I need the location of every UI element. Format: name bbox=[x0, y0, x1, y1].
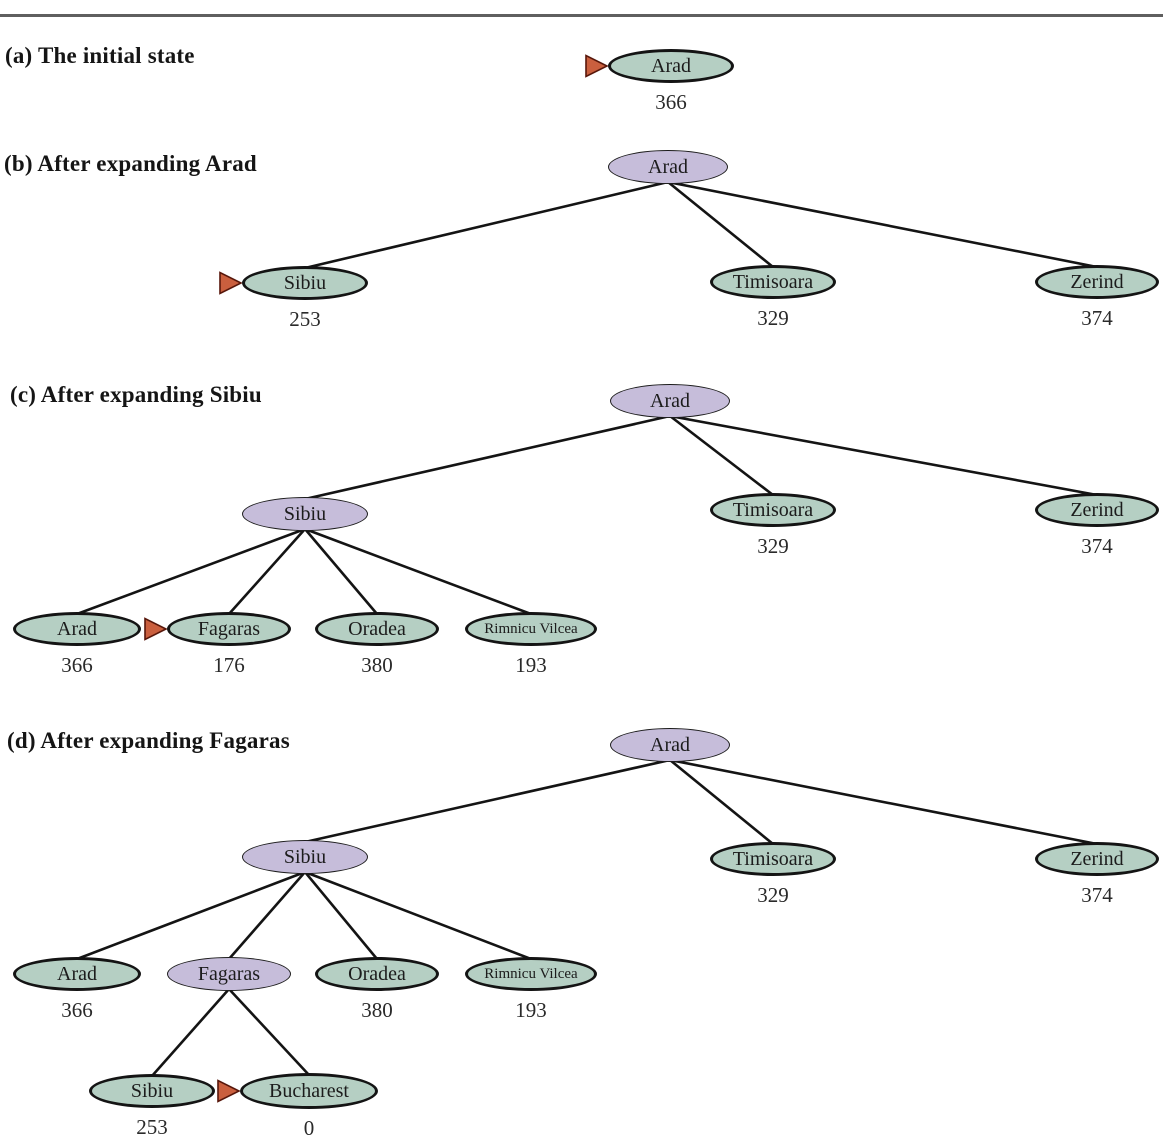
tree-edge bbox=[151, 988, 230, 1077]
tree-edge bbox=[667, 180, 774, 269]
node-d-oradea: Oradea bbox=[315, 957, 439, 991]
node-label: Sibiu bbox=[283, 845, 327, 868]
expansion-arrow-icon bbox=[217, 1079, 241, 1103]
node-heuristic-value: 329 bbox=[757, 534, 789, 558]
expansion-arrow-icon bbox=[219, 271, 243, 295]
node-label: Zerind bbox=[1070, 270, 1124, 293]
node-label: Arad bbox=[57, 617, 97, 640]
node-d-sibiu: Sibiu bbox=[242, 840, 368, 874]
node-heuristic-value: 176 bbox=[213, 653, 245, 677]
node-label: Sibiu bbox=[283, 271, 327, 294]
tree-edge bbox=[76, 870, 306, 961]
tree-edge bbox=[667, 180, 1098, 269]
node-c-sibiu: Sibiu bbox=[242, 497, 368, 531]
node-heuristic-value: 366 bbox=[61, 653, 93, 677]
tree-edge bbox=[304, 528, 378, 615]
node-label: Zerind bbox=[1070, 847, 1124, 870]
node-heuristic-value: 366 bbox=[61, 998, 93, 1022]
node-label: Arad bbox=[648, 155, 688, 178]
node-b-zerind: Zerind bbox=[1035, 265, 1159, 299]
section-c-label: (c) After expanding Sibiu bbox=[10, 382, 262, 407]
tree-edge bbox=[76, 527, 306, 616]
node-label: Arad bbox=[650, 389, 690, 412]
tree-edge bbox=[304, 870, 532, 961]
tree-edge bbox=[304, 180, 669, 270]
node-label: Timisoara bbox=[732, 498, 814, 521]
expansion-arrow-icon bbox=[585, 54, 609, 78]
node-heuristic-value: 366 bbox=[655, 90, 687, 114]
tree-edge bbox=[228, 871, 306, 960]
node-heuristic-value: 329 bbox=[757, 883, 789, 907]
node-label: Fagaras bbox=[197, 617, 261, 640]
node-label: Oradea bbox=[348, 617, 406, 640]
node-heuristic-value: 193 bbox=[515, 653, 547, 677]
node-c-oradea: Oradea bbox=[315, 612, 439, 646]
tree-edge bbox=[303, 871, 379, 960]
section-a-label: (a) The initial state bbox=[5, 43, 195, 68]
section-b-label: (b) After expanding Arad bbox=[4, 151, 257, 176]
node-label: Rimnicu Vilcea bbox=[484, 620, 578, 637]
tree-edge bbox=[304, 758, 671, 844]
node-b-timisoara: Timisoara bbox=[710, 265, 836, 299]
node-d-sibiu2: Sibiu bbox=[89, 1074, 215, 1108]
node-label: Sibiu bbox=[130, 1079, 174, 1102]
node-label: Timisoara bbox=[732, 847, 814, 870]
tree-edge bbox=[228, 988, 310, 1076]
node-heuristic-value: 374 bbox=[1081, 306, 1113, 330]
node-b-arad: Arad bbox=[608, 150, 728, 184]
tree-edge bbox=[669, 758, 774, 846]
node-heuristic-value: 0 bbox=[303, 1116, 315, 1140]
tree-edge bbox=[669, 758, 1098, 846]
node-d-bucharest: Bucharest bbox=[240, 1073, 378, 1109]
node-d-timisoara: Timisoara bbox=[710, 842, 836, 876]
expansion-arrow-icon bbox=[144, 617, 168, 641]
node-label: Rimnicu Vilcea bbox=[484, 965, 578, 982]
tree-edge bbox=[669, 414, 774, 497]
node-label: Bucharest bbox=[269, 1079, 349, 1102]
tree-edge bbox=[304, 414, 671, 501]
node-c-timisoara: Timisoara bbox=[710, 493, 836, 527]
node-label: Zerind bbox=[1070, 498, 1124, 521]
node-heuristic-value: 193 bbox=[515, 998, 547, 1022]
node-c-rimnicu: Rimnicu Vilcea bbox=[465, 612, 597, 646]
node-label: Sibiu bbox=[283, 502, 327, 525]
node-a-arad: Arad bbox=[608, 49, 734, 83]
node-label: Timisoara bbox=[732, 270, 814, 293]
node-d-rimnicu: Rimnicu Vilcea bbox=[465, 957, 597, 991]
node-d-arad2: Arad bbox=[13, 957, 141, 991]
node-heuristic-value: 380 bbox=[361, 653, 393, 677]
section-d-label: (d) After expanding Fagaras bbox=[7, 728, 290, 753]
node-d-arad: Arad bbox=[610, 728, 730, 762]
node-heuristic-value: 374 bbox=[1081, 883, 1113, 907]
node-d-fagaras: Fagaras bbox=[167, 957, 291, 991]
node-label: Arad bbox=[651, 54, 691, 77]
node-label: Arad bbox=[650, 733, 690, 756]
node-heuristic-value: 380 bbox=[361, 998, 393, 1022]
node-heuristic-value: 253 bbox=[289, 307, 321, 331]
node-b-sibiu: Sibiu bbox=[242, 266, 368, 300]
node-c-arad2: Arad bbox=[13, 612, 141, 646]
top-rule bbox=[0, 14, 1163, 17]
node-c-zerind: Zerind bbox=[1035, 493, 1159, 527]
tree-edge bbox=[669, 414, 1098, 497]
node-label: Fagaras bbox=[197, 962, 261, 985]
tree-edge bbox=[304, 527, 532, 616]
node-c-arad: Arad bbox=[610, 384, 730, 418]
node-label: Oradea bbox=[348, 962, 406, 985]
node-c-fagaras: Fagaras bbox=[167, 612, 291, 646]
node-heuristic-value: 374 bbox=[1081, 534, 1113, 558]
node-heuristic-value: 329 bbox=[757, 306, 789, 330]
tree-edge bbox=[228, 528, 306, 615]
node-d-zerind: Zerind bbox=[1035, 842, 1159, 876]
node-heuristic-value: 253 bbox=[136, 1115, 168, 1139]
node-label: Arad bbox=[57, 962, 97, 985]
